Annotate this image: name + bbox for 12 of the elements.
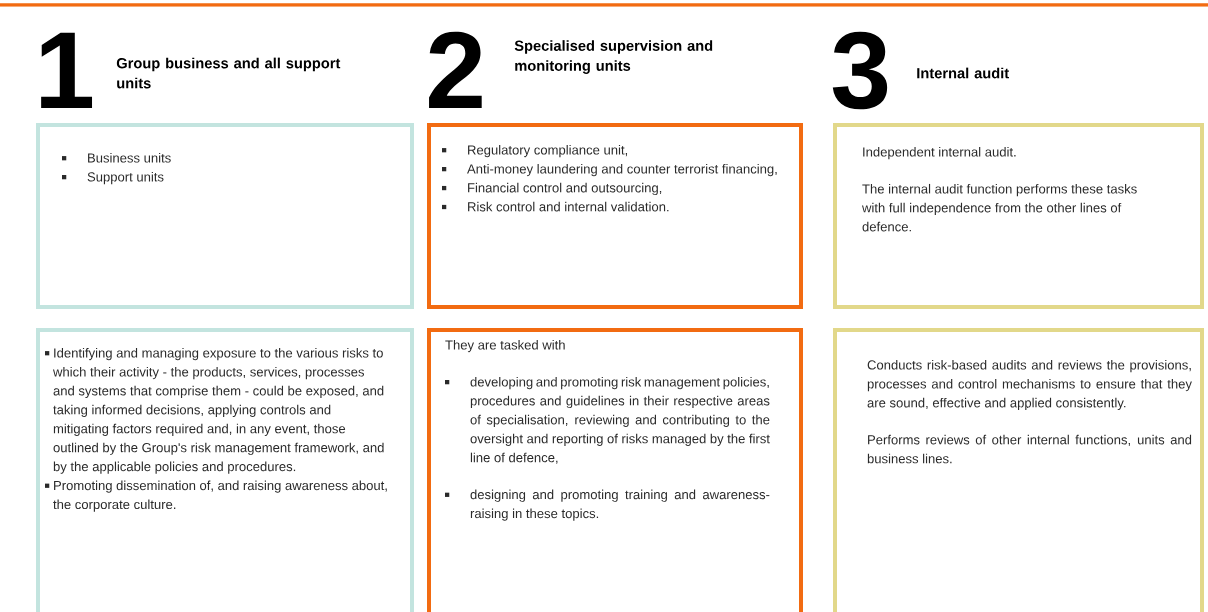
text-box: Independent internal audit. The internal audit function performs these tasks with full independence from the other lines of defence.	[833, 123, 1204, 309]
text-box: Regulatory compliance unit, Anti-money laundering and counter terrorist financing, Financial control and outsourcing, Risk control and internal validation.	[427, 123, 803, 309]
text-box: Conducts risk-based audits and reviews the provisions, processes and control mechanisms to ensure that they are sound, effective and applied consistently. Performs reviews of other internal functions, units and business lines.	[833, 328, 1204, 612]
big-number: 2	[429, 31, 482, 108]
text-box: Identifying and managing exposure to the various risks to which their activity - the products, services, processes and systems that comprise them - could be exposed, and taking informed decisions, applying controls and mitigating factors required and, in any event, those outlined by the Group's risk management framework, and by the applicable policies and procedures. Promoting dissemination of, and raising awareness about, the corporate culture.	[36, 328, 414, 612]
column-heading: Specialised supervision and monitoring units	[514, 40, 713, 74]
column-heading: Group business and all support units	[116, 57, 341, 89]
text-box: They are tasked with developing and promoting risk management policies, procedures and guidelines in their respective areas of specialisation, reviewing and contributing to the oversight and reporting of risks managed by the first line of defence, designing and promoting training and awareness-raising in these topics.	[427, 328, 803, 612]
text-box: Business units Support units	[36, 123, 414, 309]
column-heading: Internal audit	[917, 67, 1009, 79]
big-number: 1	[41, 32, 93, 108]
big-number: 3	[832, 31, 888, 110]
